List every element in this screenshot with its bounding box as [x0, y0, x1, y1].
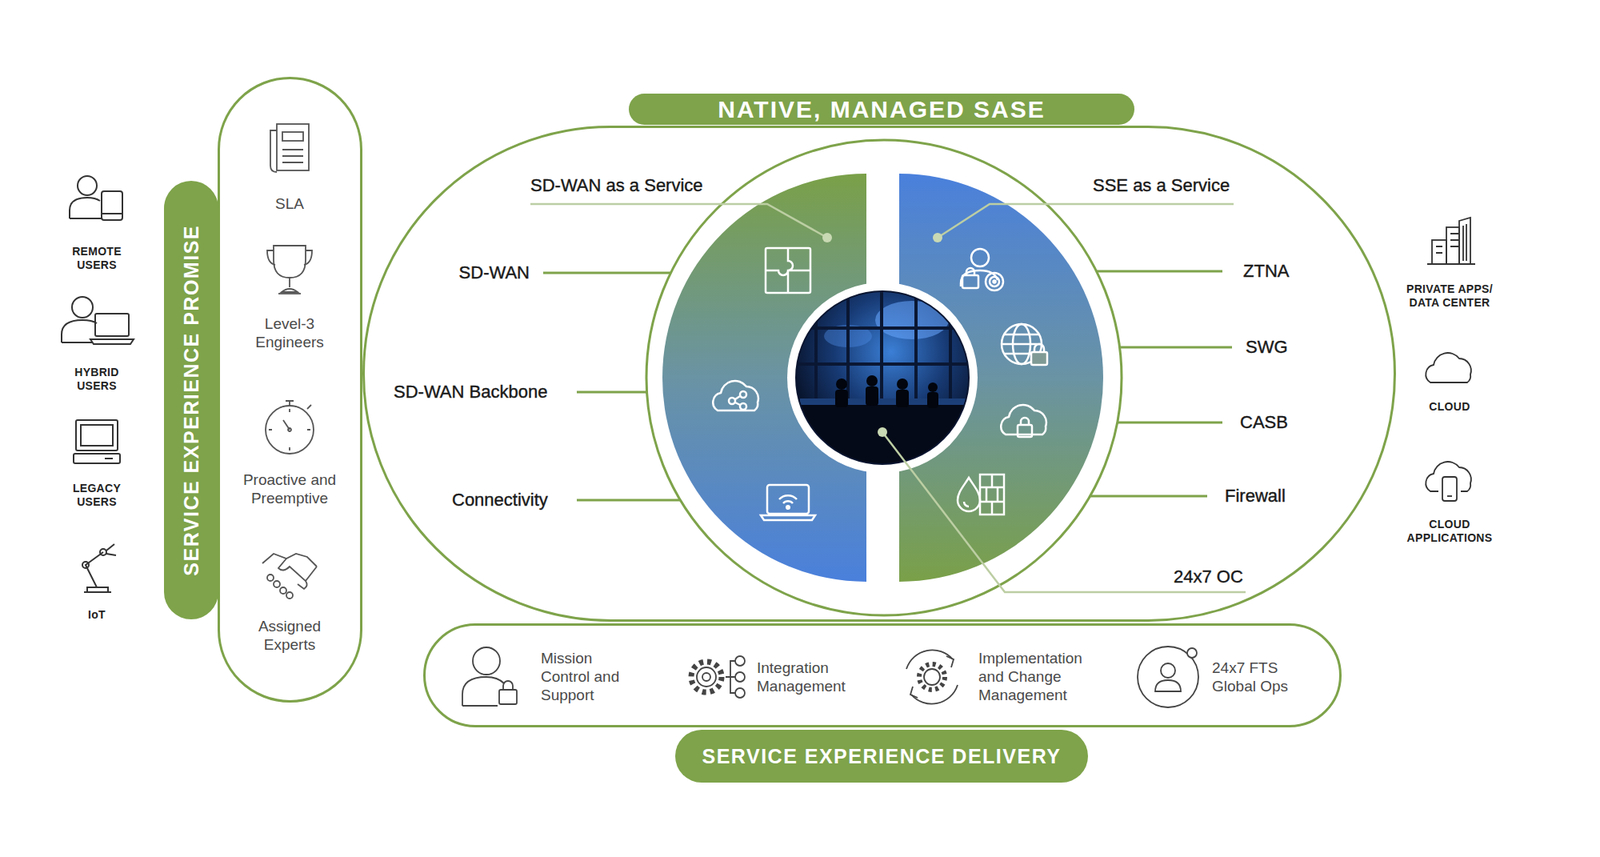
component-label: SD-WAN: [400, 262, 530, 284]
section-heading: SERVICE EXPERIENCE DELIVERY: [702, 746, 1062, 767]
delivery-item: Implementation and Change Management: [978, 648, 1099, 704]
half-disc-fill: [662, 173, 867, 582]
section-heading: NATIVE, MANAGED SASE: [717, 97, 1045, 122]
half-disc-shape: [662, 173, 867, 582]
legacy-computer-icon: [73, 420, 120, 464]
handshake-icon: [262, 553, 317, 599]
change-management-icon: [906, 649, 958, 704]
integration-gears-icon: [691, 656, 745, 698]
promise-panel: SERVICE EXPERIENCE PROMISESLALevel-3 Eng…: [217, 76, 363, 703]
promise-item: Proactive and Preemptive: [233, 470, 346, 508]
callout-leaders: [530, 204, 1246, 592]
component-label: SD-WAN Backbone: [393, 381, 570, 403]
promise-item: SLA: [233, 194, 346, 213]
inner-circle-ring: [646, 140, 1122, 616]
component-label: 24x7 OC: [1173, 566, 1294, 588]
firewall-drop-icon: [957, 474, 1004, 515]
heading-tab: SERVICE EXPERIENCE PROMISE: [164, 180, 219, 620]
component-label: ZTNA: [1243, 260, 1364, 282]
user-lock-fingerprint-icon: [960, 248, 1004, 291]
cloud-share-icon: [712, 380, 759, 411]
section-heading: SERVICE EXPERIENCE PROMISE: [181, 224, 202, 576]
iot-robot-arm-icon: [82, 544, 116, 592]
delivery-item: Mission Control and Support: [540, 648, 625, 704]
component-label: Connectivity: [452, 489, 572, 511]
hybrid-user-icon: [61, 296, 134, 344]
resource-label: CLOUD APPLICATIONS: [1403, 517, 1496, 545]
leader-lines: [543, 271, 1232, 500]
user-type-label: IoT: [60, 608, 133, 622]
sase-ring: NATIVE, MANAGED SASESD-WAN as a ServiceS…: [362, 125, 1396, 622]
callout-dots: [822, 232, 943, 437]
cloud-application-icon: [1425, 461, 1472, 501]
remote-user-icon: [69, 176, 123, 220]
user-type-label: REMOTE USERS: [60, 244, 133, 272]
half-disc-fill: [899, 173, 1104, 582]
component-label: CASB: [1240, 412, 1360, 433]
promise-item: Assigned Experts: [233, 616, 346, 654]
user-type-label: LEGACY USERS: [60, 481, 133, 509]
half-disc-shape: [899, 173, 1104, 582]
global-ops-icon: [1137, 646, 1199, 708]
component-label: SWG: [1245, 336, 1366, 358]
trophy-icon: [267, 245, 312, 294]
resource-label: PRIVATE APPS/ DATA CENTER: [1403, 282, 1496, 310]
globe-lock-icon: [1001, 324, 1048, 365]
delivery-item: Integration Management: [756, 658, 853, 696]
data-center-icon: [1427, 217, 1476, 264]
puzzle-icon: [765, 248, 811, 293]
user-type-label: HYBRID USERS: [60, 365, 133, 393]
laptop-wifi-icon: [760, 484, 816, 520]
service-label: SSE as a Service: [1092, 175, 1230, 196]
component-label: Firewall: [1224, 485, 1345, 507]
control-room-photo: [787, 282, 978, 480]
cloud-lock-icon: [1000, 404, 1047, 437]
promise-item: Level-3 Engineers: [233, 314, 346, 352]
stopwatch-icon: [265, 400, 314, 454]
sse-half-disc: SSE as a Service: [899, 173, 1104, 582]
sdwan-half-disc: SD-WAN as a Service: [662, 173, 867, 582]
delivery-item: 24x7 FTS Global Ops: [1212, 658, 1300, 696]
resource-label: CLOUD: [1403, 400, 1496, 414]
service-label: SD-WAN as a Service: [530, 175, 704, 196]
delivery-band: SERVICE EXPERIENCE DELIVERYMission Contr…: [423, 623, 1342, 728]
heading-tab: SERVICE EXPERIENCE DELIVERY: [675, 729, 1088, 783]
mission-control-icon: [462, 647, 517, 706]
heading-tab: NATIVE, MANAGED SASE: [628, 93, 1135, 125]
sla-document-icon: [270, 124, 309, 172]
cloud-icon: [1425, 352, 1472, 383]
